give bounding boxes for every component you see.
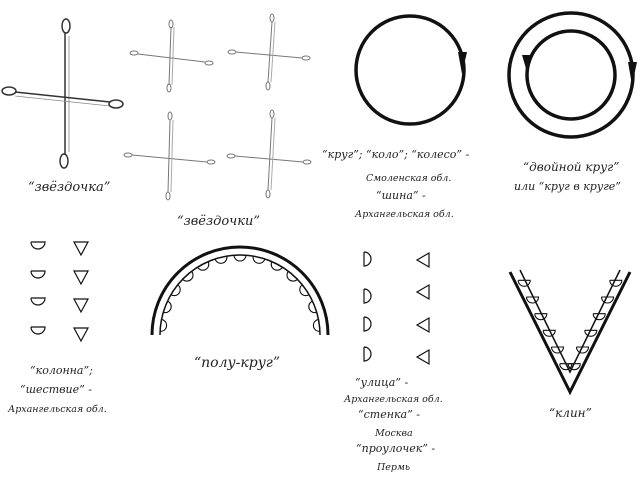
stenka-label: “стенка” - — [358, 408, 420, 421]
krug-region-2: Архангельская обл. — [355, 209, 454, 220]
semicircle-cup — [299, 284, 310, 297]
klin-label: “клин” — [549, 406, 592, 420]
semicircle-cup — [233, 254, 247, 262]
semicircle-figure — [150, 245, 330, 336]
krug-region-1: Смоленская обл. — [366, 173, 452, 184]
wedge-cup — [525, 296, 540, 304]
polukrug-label: “полу-круг” — [194, 355, 281, 371]
semicircle-cup — [214, 255, 228, 264]
kolonna-label: “колонна”; — [30, 364, 93, 377]
wedge-cup — [517, 279, 531, 287]
circle-arrow-icon — [458, 52, 467, 74]
double-circle-figure — [507, 11, 637, 139]
semicircle-cup — [182, 270, 194, 282]
semicircle-cup — [159, 318, 168, 332]
column-figure — [30, 241, 90, 343]
zvezdochka-label: “звёздочка” — [28, 180, 111, 195]
stenka-region: Москва — [375, 428, 413, 439]
semicircle-cup — [308, 300, 318, 314]
proulochek-label: “проулочек” - — [356, 442, 436, 455]
wedge-cup — [584, 329, 598, 337]
ulitsa-label: “улица” - — [355, 376, 409, 389]
circle-figure — [354, 14, 467, 126]
outer-circle-arrow-icon — [628, 62, 637, 85]
wedge-cup — [600, 296, 615, 304]
shestvie-label: “шествие” - — [20, 383, 92, 396]
kolonna-region: Архангельская обл. — [8, 404, 107, 415]
semicircle-cup — [286, 270, 298, 282]
semicircle-cup — [312, 318, 321, 332]
star-figure — [1, 18, 124, 169]
krug-label: “круг”; “коло”; “колесо” - — [322, 148, 470, 161]
krug-v-kruge-label: или “круг в круге” — [514, 180, 621, 193]
street-figure — [363, 251, 430, 366]
semicircle-cup — [162, 300, 172, 314]
inner-circle-arrow-icon — [522, 55, 532, 72]
semicircle-cup — [252, 255, 266, 264]
wedge-cup — [575, 346, 590, 354]
wedge-figure — [508, 269, 632, 396]
ulitsa-region: Архангельская обл. — [344, 394, 443, 405]
zvezdochki-label: “звёздочки” — [177, 214, 261, 229]
dvoinoi-krug-label: “двойной круг” — [523, 160, 620, 174]
wedge-cup — [592, 313, 606, 321]
semicircle-cup — [170, 284, 181, 297]
shina-label: “шина” - — [376, 189, 426, 202]
wedge-cup — [609, 279, 623, 287]
proulochek-region: Пермь — [377, 462, 411, 473]
wedge-cup — [550, 346, 565, 354]
wedge-cup — [534, 313, 548, 321]
wedge-cup — [567, 363, 581, 371]
semicircle-cup — [270, 261, 283, 271]
wedge-cup — [542, 329, 556, 337]
semicircle-cup — [197, 261, 210, 271]
small-stars-figure — [123, 13, 312, 201]
